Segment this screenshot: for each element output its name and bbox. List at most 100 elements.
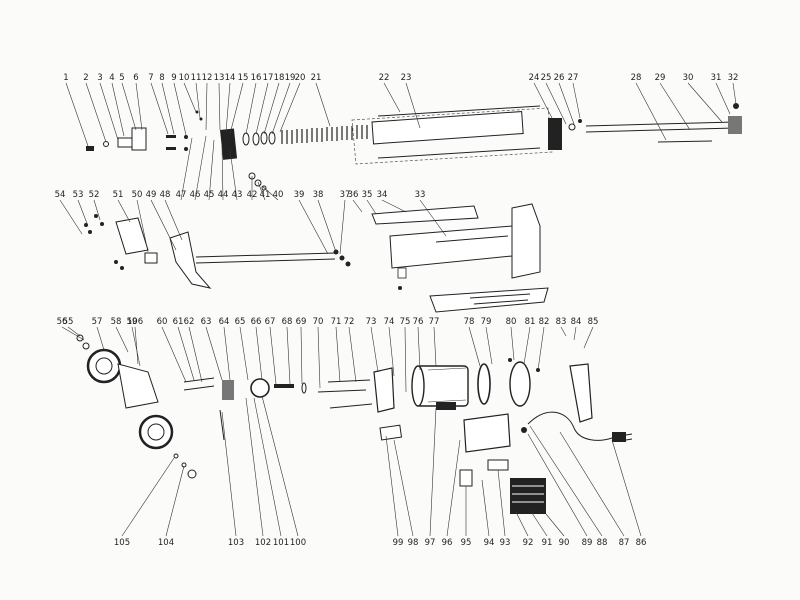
- callout-9: 9: [171, 73, 176, 83]
- leader-line-1: [65, 82, 89, 147]
- callout-44: 44: [218, 190, 229, 200]
- callout-32: 32: [728, 73, 739, 83]
- leader-line-83: [560, 326, 567, 337]
- leader-line-21: [315, 82, 331, 127]
- callout-57: 57: [92, 317, 103, 327]
- leader-line-26: [558, 82, 575, 125]
- leader-line-24: [533, 82, 553, 119]
- leader-line-64: [223, 326, 231, 381]
- callout-77: 77: [429, 317, 440, 327]
- leader-line-17: [255, 82, 269, 135]
- leader-line-39: [298, 199, 329, 255]
- callout-14: 14: [225, 73, 236, 83]
- leader-line-14: [225, 82, 231, 133]
- leader-line-84: [573, 326, 577, 341]
- callout-105: 105: [114, 538, 130, 548]
- leader-line-106: [134, 326, 139, 365]
- callout-2: 2: [83, 73, 88, 83]
- leader-line-15: [229, 82, 244, 135]
- leader-line-60: [161, 326, 187, 383]
- callout-12: 12: [202, 73, 213, 83]
- leader-line-74: [388, 326, 395, 377]
- callout-98: 98: [408, 538, 419, 548]
- callout-62: 62: [184, 317, 195, 327]
- callout-64: 64: [219, 317, 230, 327]
- callout-19: 19: [285, 73, 296, 83]
- callout-61: 61: [173, 317, 184, 327]
- callout-8: 8: [159, 73, 164, 83]
- callout-92: 92: [523, 538, 534, 548]
- leader-line-53: [77, 199, 89, 227]
- callout-17: 17: [263, 73, 274, 83]
- leader-line-16: [245, 82, 257, 135]
- callout-45: 45: [204, 190, 215, 200]
- callout-96: 96: [442, 538, 453, 548]
- leader-line-5: [121, 82, 137, 131]
- callout-99: 99: [393, 538, 404, 548]
- leader-line-104: [165, 465, 185, 537]
- callout-27: 27: [568, 73, 579, 83]
- callout-46: 46: [190, 190, 201, 200]
- callout-93: 93: [500, 538, 511, 548]
- leader-line-97: [429, 407, 437, 537]
- leader-line-49: [150, 199, 177, 251]
- leader-line-44: [221, 145, 224, 201]
- callout-58: 58: [111, 317, 122, 327]
- leader-line-30: [687, 82, 723, 123]
- leader-line-28: [635, 82, 667, 141]
- callout-25: 25: [541, 73, 552, 83]
- leader-line-66: [255, 326, 263, 381]
- callout-73: 73: [366, 317, 377, 327]
- callout-60: 60: [157, 317, 168, 327]
- leader-line-8: [161, 82, 175, 135]
- leader-line-57: [96, 326, 105, 351]
- leader-line-52: [93, 199, 101, 221]
- callout-29: 29: [655, 73, 666, 83]
- leader-line-98: [393, 439, 414, 537]
- leader-line-80: [510, 326, 515, 361]
- leader-line-25: [545, 82, 567, 125]
- callout-101: 101: [273, 538, 289, 548]
- callout-43: 43: [232, 190, 243, 200]
- leader-line-91: [529, 509, 548, 537]
- leader-line-81: [523, 326, 531, 365]
- leader-line-102: [245, 397, 264, 537]
- callout-34: 34: [377, 190, 388, 200]
- leader-line-9: [173, 82, 187, 136]
- leader-line-38: [317, 199, 337, 253]
- callout-13: 13: [214, 73, 225, 83]
- leader-line-96: [446, 439, 461, 537]
- leader-line-29: [659, 82, 691, 131]
- callout-63: 63: [201, 317, 212, 327]
- leader-line-65: [239, 326, 249, 381]
- callout-103: 103: [228, 538, 244, 548]
- callout-4: 4: [109, 73, 114, 83]
- leader-line-31: [715, 82, 731, 115]
- leader-line-48: [164, 199, 183, 241]
- callout-6: 6: [133, 73, 138, 83]
- callout-76: 76: [413, 317, 424, 327]
- callout-102: 102: [255, 538, 271, 548]
- callout-16: 16: [251, 73, 262, 83]
- leader-line-51: [117, 199, 131, 223]
- leader-line-105: [121, 457, 175, 537]
- control-box: [459, 363, 633, 514]
- leader-line-37: [339, 199, 346, 255]
- spring: [281, 125, 368, 144]
- callout-67: 67: [265, 317, 276, 327]
- leader-line-27: [572, 82, 581, 119]
- leader-line-22: [383, 82, 401, 113]
- callout-11: 11: [191, 73, 202, 83]
- leader-line-54: [59, 199, 83, 235]
- callout-49: 49: [146, 190, 157, 200]
- leader-line-72: [348, 326, 357, 383]
- leader-line-90: [545, 513, 565, 537]
- callout-51: 51: [113, 190, 124, 200]
- callout-48: 48: [160, 190, 171, 200]
- leader-line-43: [229, 149, 238, 201]
- leader-line-10: [183, 82, 197, 113]
- callout-69: 69: [296, 317, 307, 327]
- leader-line-77: [433, 326, 437, 367]
